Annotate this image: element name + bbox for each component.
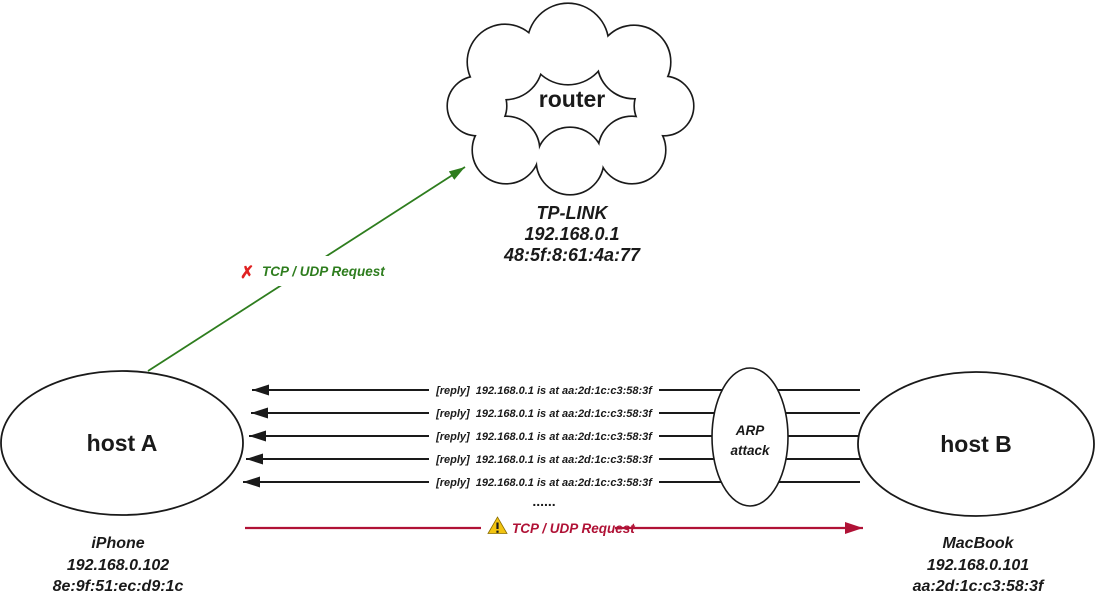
warning-icon xyxy=(487,516,508,534)
router-label: router xyxy=(539,86,606,112)
host-a-info: iPhone 192.168.0.102 8e:9f:51:ec:d9:1c xyxy=(53,535,184,595)
label-backing xyxy=(429,428,659,443)
spoofed-reply-label: [reply] 192.168.0.1 is at aa:2d:1c:c3:58… xyxy=(435,431,653,443)
blocked-request-label: TCP / UDP Request xyxy=(262,264,385,279)
label-backing xyxy=(236,256,396,286)
host-b-label: host B xyxy=(940,431,1012,457)
label-backing xyxy=(429,405,659,420)
router-cloud-node: router xyxy=(446,2,695,196)
x-mark-icon: ✗ xyxy=(240,263,254,282)
host-b-node: host B xyxy=(857,371,1095,517)
redirected-request-label: TCP / UDP Request xyxy=(512,521,635,536)
ellipsis-label: ...... xyxy=(532,493,555,509)
router-ip: 192.168.0.1 xyxy=(524,224,619,244)
router-device: TP-LINK xyxy=(537,203,610,223)
host-b-info: MacBook 192.168.0.101 aa:2d:1c:c3:58:3f xyxy=(913,535,1045,595)
host-b-ip: 192.168.0.101 xyxy=(927,557,1029,574)
arp-attack-label-line1: ARP xyxy=(735,423,765,438)
spoofed-reply-label: [reply] 192.168.0.1 is at aa:2d:1c:c3:58… xyxy=(435,408,653,420)
host-b-device: MacBook xyxy=(942,535,1014,552)
label-backing xyxy=(429,382,659,397)
host-a-device: iPhone xyxy=(91,535,144,552)
host-a-mac: 8e:9f:51:ec:d9:1c xyxy=(53,578,184,595)
redirected-request-label-group: TCP / UDP Request xyxy=(481,515,635,540)
spoofed-reply-label: [reply] 192.168.0.1 is at aa:2d:1c:c3:58… xyxy=(435,477,653,489)
host-b-mac: aa:2d:1c:c3:58:3f xyxy=(913,578,1045,595)
label-backing xyxy=(429,451,659,466)
arp-attack-node: ARP attack xyxy=(711,367,789,507)
spoofed-reply-label: [reply] 192.168.0.1 is at aa:2d:1c:c3:58… xyxy=(435,454,653,466)
spoofed-reply-labels: [reply] 192.168.0.1 is at aa:2d:1c:c3:58… xyxy=(429,382,659,509)
host-a-label: host A xyxy=(87,430,158,456)
spoofed-reply-label: [reply] 192.168.0.1 is at aa:2d:1c:c3:58… xyxy=(435,385,653,397)
arp-attack-label-line2: attack xyxy=(730,443,771,458)
router-info: TP-LINK 192.168.0.1 48:5f:8:61:4a:77 xyxy=(503,203,641,265)
router-mac: 48:5f:8:61:4a:77 xyxy=(503,245,641,265)
cloud-fill xyxy=(448,4,693,194)
host-a-node: host A xyxy=(0,370,244,516)
blocked-request-label-group: ✗ TCP / UDP Request xyxy=(236,256,396,286)
label-backing xyxy=(429,474,659,489)
host-a-ip: 192.168.0.102 xyxy=(67,557,169,574)
